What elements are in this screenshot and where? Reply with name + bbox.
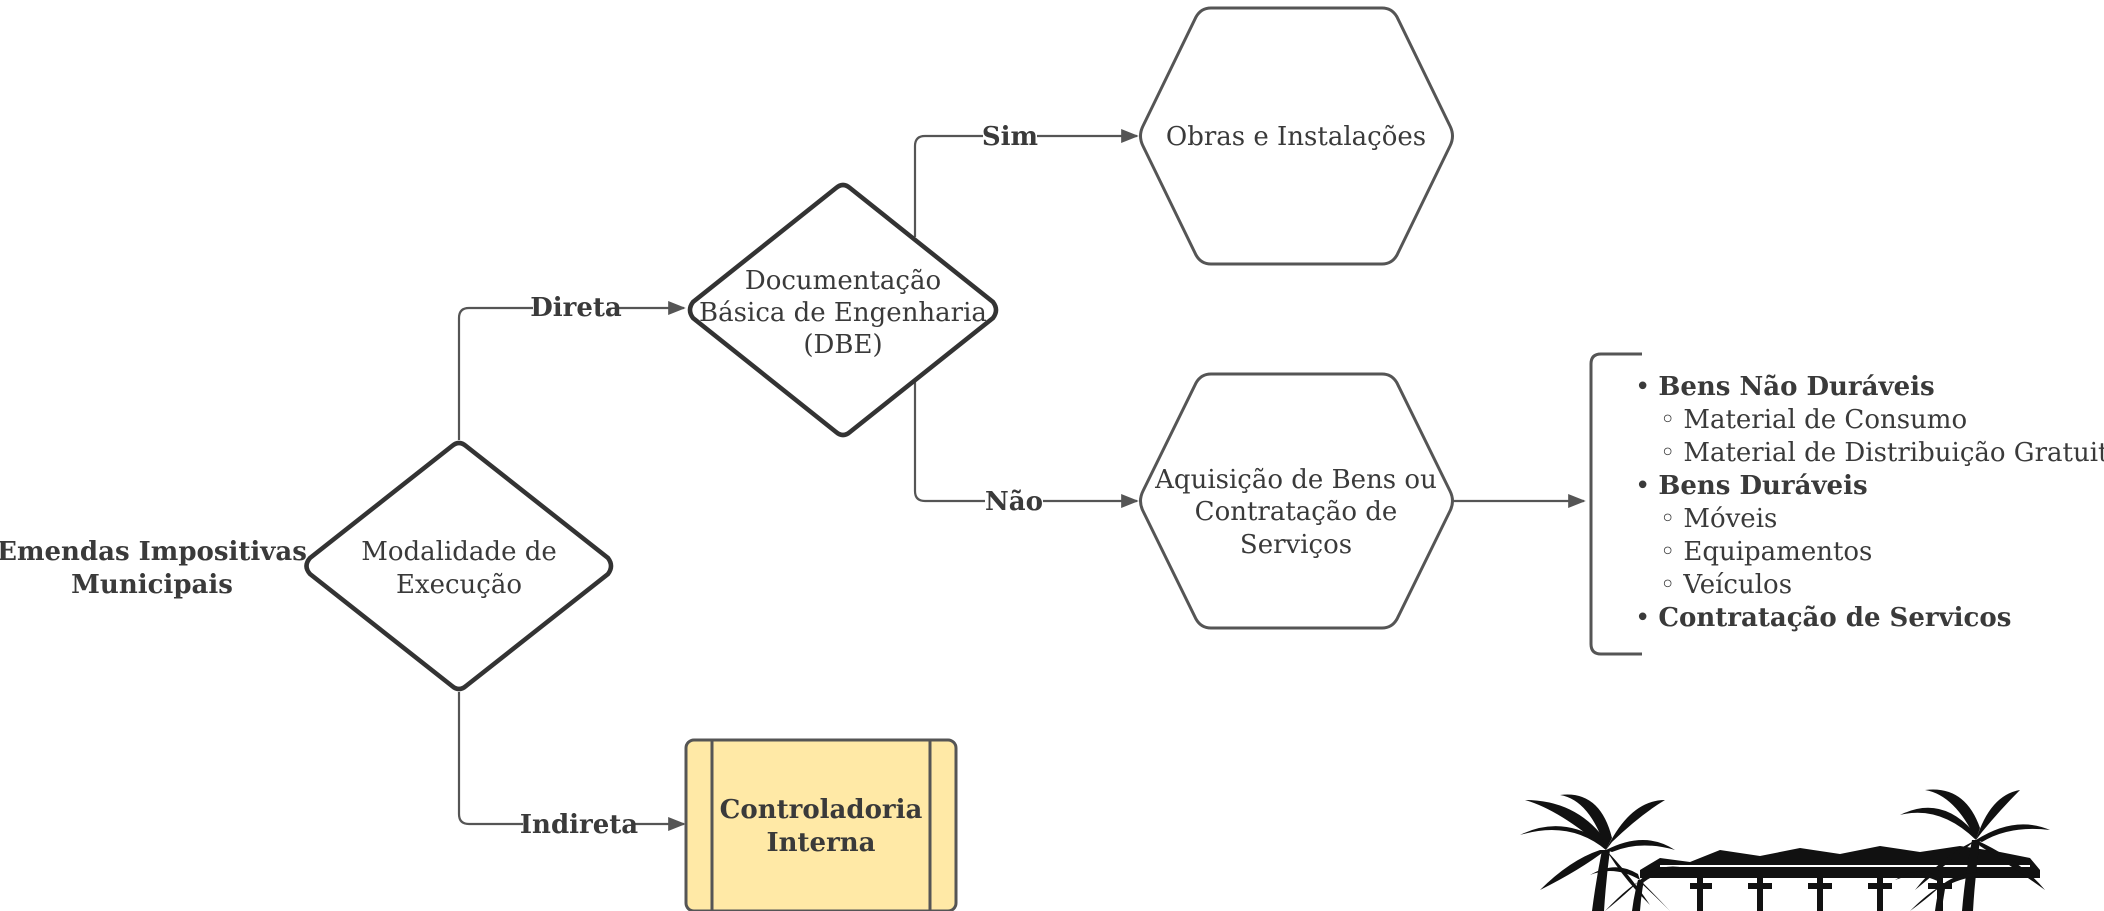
controladoria-node: Controladoria Interna bbox=[684, 738, 958, 911]
list-subitem-moveis: ◦Móveis bbox=[1660, 504, 1777, 534]
label-nao: Não bbox=[985, 487, 1043, 517]
right-palm-tree bbox=[1900, 789, 2050, 911]
dbe-line-3: (DBE) bbox=[803, 330, 882, 360]
controladoria-line-1: Controladoria bbox=[720, 795, 923, 825]
edge-indireta bbox=[457, 692, 686, 832]
modalidade-line-1: Modalidade de bbox=[361, 537, 557, 567]
aquisicao-node: Aquisição de Bens ou Contratação de Serv… bbox=[1139, 372, 1454, 630]
bracket-list: •Bens Não Duráveis ◦Material de Consumo … bbox=[1589, 352, 2104, 656]
root-line-1: Emendas Impositivas bbox=[0, 537, 307, 567]
left-palm-tree bbox=[1520, 794, 1675, 911]
edge-labels: Direta Indireta Sim Não bbox=[520, 119, 1043, 840]
connectors bbox=[457, 128, 1586, 832]
aquisicao-line-1: Aquisição de Bens ou bbox=[1154, 465, 1437, 495]
root-line-2: Municipais bbox=[71, 570, 233, 600]
bracket bbox=[1589, 352, 1642, 656]
aquisicao-line-2: Contratação de bbox=[1195, 497, 1398, 527]
dbe-decision: Documentação Básica de Engenharia (DBE) bbox=[687, 182, 999, 438]
list-item-contratacao-servicos: •Contratação de Servicos bbox=[1635, 603, 2011, 633]
structure-roof bbox=[1640, 846, 2040, 878]
structure-columns bbox=[1690, 878, 1952, 911]
edge-direta bbox=[457, 300, 686, 440]
label-indireta: Indireta bbox=[520, 810, 638, 840]
list-subitem-material-consumo: ◦Material de Consumo bbox=[1660, 405, 1967, 435]
obras-label: Obras e Instalações bbox=[1166, 122, 1426, 152]
edge-sim bbox=[913, 128, 1139, 237]
dbe-line-1: Documentação bbox=[745, 266, 941, 296]
root-node: Emendas Impositivas Municipais bbox=[0, 537, 307, 600]
list-subitem-material-distribuicao: ◦Material de Distribuição Gratuita bbox=[1660, 438, 2104, 468]
list-subitem-veiculos: ◦Veículos bbox=[1660, 570, 1792, 600]
label-direta: Direta bbox=[530, 293, 622, 323]
right-small-palm-tree bbox=[1895, 871, 1990, 911]
edge-nao bbox=[913, 380, 1139, 509]
palm-tree-illustration bbox=[1520, 789, 2050, 911]
label-sim: Sim bbox=[982, 122, 1038, 152]
modalidade-decision: Modalidade de Execução bbox=[304, 440, 614, 692]
middle-palm-tree bbox=[1590, 866, 1685, 911]
list-item-bens-duraveis: •Bens Duráveis bbox=[1635, 471, 1868, 501]
obras-node: Obras e Instalações bbox=[1139, 6, 1454, 266]
aquisicao-line-3: Serviços bbox=[1240, 530, 1352, 560]
list-item-bens-nao-duraveis: •Bens Não Duráveis bbox=[1635, 372, 1935, 402]
modalidade-line-2: Execução bbox=[396, 570, 522, 600]
controladoria-line-2: Interna bbox=[766, 828, 875, 858]
dbe-line-2: Básica de Engenharia bbox=[699, 298, 987, 328]
list-subitem-equipamentos: ◦Equipamentos bbox=[1660, 537, 1872, 567]
